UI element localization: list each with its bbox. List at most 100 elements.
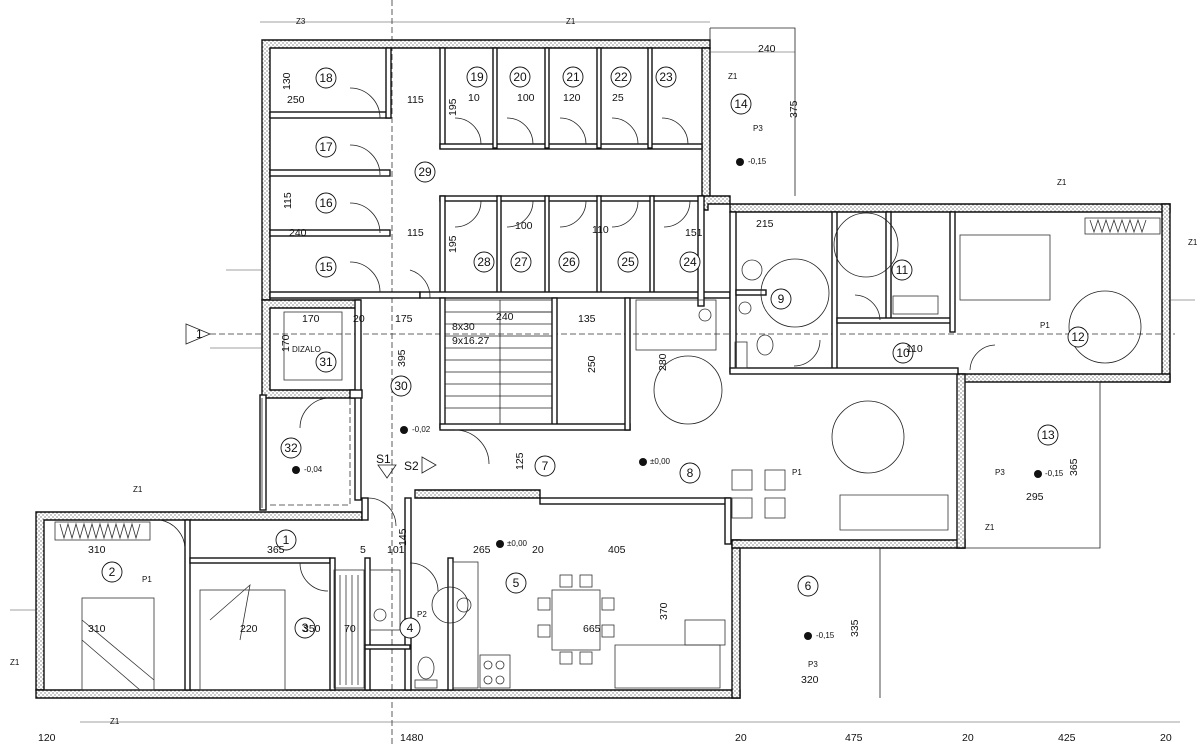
section-markers [185, 323, 437, 479]
level-label: -0,02 [412, 425, 431, 434]
room-number: 13 [1041, 428, 1055, 442]
room-marker-10: 10 [892, 342, 914, 364]
dimension-label: 25 [612, 92, 624, 104]
room-number: 5 [513, 576, 520, 590]
dimension-label: 265 [473, 544, 491, 556]
dimension-label: 240 [496, 311, 514, 323]
dimension-label: 115 [407, 227, 424, 239]
dimension-label: 5 [360, 544, 366, 556]
dimension-label: 120 [563, 92, 581, 104]
dimension-label: 115 [282, 192, 294, 209]
dimension-label: 320 [801, 674, 819, 686]
room-marker-4: 4 [399, 617, 421, 639]
bottom-axis-label: 20 [735, 732, 747, 744]
room-marker-5: 5 [505, 572, 527, 594]
exterior-wall-right-wing-top-2 [729, 203, 1171, 213]
wall-tag-z1-east: Z1 [1188, 238, 1198, 247]
floor-tag-p2-room4: P2 [417, 610, 427, 619]
bottom-axis-label: 475 [845, 732, 863, 744]
room-marker-29: 29 [414, 161, 436, 183]
bottom-axis-label: 1480 [400, 732, 424, 744]
dimension-label: 665 [583, 623, 601, 635]
dimension-label: 195 [447, 235, 459, 253]
room-marker-32: 32 [280, 437, 302, 459]
room-marker-22: 22 [610, 66, 632, 88]
room-marker-21: 21 [562, 66, 584, 88]
room-marker-9: 9 [770, 288, 792, 310]
wall-tag-z1-left: Z1 [133, 485, 143, 494]
room-number: 22 [614, 70, 628, 84]
dimension-label: 375 [788, 100, 800, 118]
wall-tag-z1-top: Z1 [566, 17, 576, 26]
dimension-label: 110 [906, 343, 923, 355]
room-marker-20: 20 [509, 66, 531, 88]
stair-label-line1: 8x30 [452, 321, 475, 333]
room-number: 1 [283, 533, 290, 547]
room-number: 6 [805, 579, 812, 593]
dimension-label: 310 [88, 623, 106, 635]
exterior-wall-center-top [414, 489, 541, 499]
room-number: 16 [319, 196, 333, 210]
room-number: 17 [319, 140, 333, 154]
floor-tag-p3-room6: P3 [808, 660, 818, 669]
floor-tag-p3-room14: P3 [753, 124, 763, 133]
room-marker-23: 23 [655, 66, 677, 88]
staircase [444, 299, 553, 425]
room-number: 8 [687, 466, 694, 480]
room-marker-15: 15 [315, 256, 337, 278]
dimension-label: 280 [657, 353, 669, 371]
dimension-label: 145 [397, 528, 409, 546]
room-marker-12: 12 [1067, 326, 1089, 348]
level-label: -0,15 [816, 631, 835, 640]
axis-1-marker [185, 323, 212, 345]
level-label: -0,15 [1045, 469, 1064, 478]
door-swings [159, 87, 996, 592]
room-number: 26 [562, 255, 576, 269]
wall-tag-z1-west: Z1 [10, 658, 20, 667]
room-marker-30: 30 [390, 375, 412, 397]
floor-tag-p1-room12: P1 [1040, 321, 1050, 330]
room-marker-25: 25 [617, 251, 639, 273]
dimension-label: 365 [1068, 458, 1080, 476]
room-number: 20 [513, 70, 527, 84]
dimension-label: 295 [1026, 491, 1044, 503]
room-number: 4 [407, 621, 414, 635]
stair-label-line2: 9x16.27 [452, 335, 490, 347]
dimension-label: 115 [407, 94, 424, 106]
wall-tag-z1-terrace-13: Z1 [985, 523, 995, 532]
level-label: -0,15 [748, 157, 767, 166]
room-marker-3: 3 [294, 617, 316, 639]
room-number: 32 [284, 441, 298, 455]
exterior-wall-lower-right [731, 539, 741, 699]
exterior-wall-lower-left [35, 511, 363, 691]
dimension-label: 220 [240, 623, 258, 635]
room-number: 11 [896, 263, 909, 277]
bottom-axis-label: 120 [38, 732, 56, 744]
dimension-label: 215 [756, 218, 774, 230]
floor-tag-p3-room13: P3 [995, 468, 1005, 477]
dimension-label: 170 [302, 313, 320, 325]
furniture [54, 212, 1161, 691]
dimension-label: 350 [303, 623, 321, 635]
dimension-label: 195 [447, 98, 459, 116]
level-markers [292, 158, 1042, 640]
dimension-label: 395 [396, 349, 408, 367]
dimension-label: 170 [280, 334, 292, 352]
room-number: 28 [477, 255, 491, 269]
section-s2-label: S2 [404, 459, 419, 473]
bottom-axis-label: 20 [962, 732, 974, 744]
level-text-layer: -0,15-0,15-0,15-0,04-0,02±0,00±0,00 [304, 157, 1064, 640]
exterior-wall-right-wing-right [1161, 203, 1171, 383]
section-s1-label: S1 [376, 452, 391, 466]
dimension-label: 20 [353, 313, 365, 325]
room-number: 2 [109, 565, 116, 579]
dimension-label: 130 [281, 72, 293, 90]
room-marker-13: 13 [1037, 424, 1059, 446]
wall-tag-z1-bottom: Z1 [110, 717, 120, 726]
wall-tag-z1-right: Z1 [1057, 178, 1067, 187]
exterior-wall-east-terrace [956, 373, 966, 549]
dimension-label: 151 [685, 227, 703, 239]
